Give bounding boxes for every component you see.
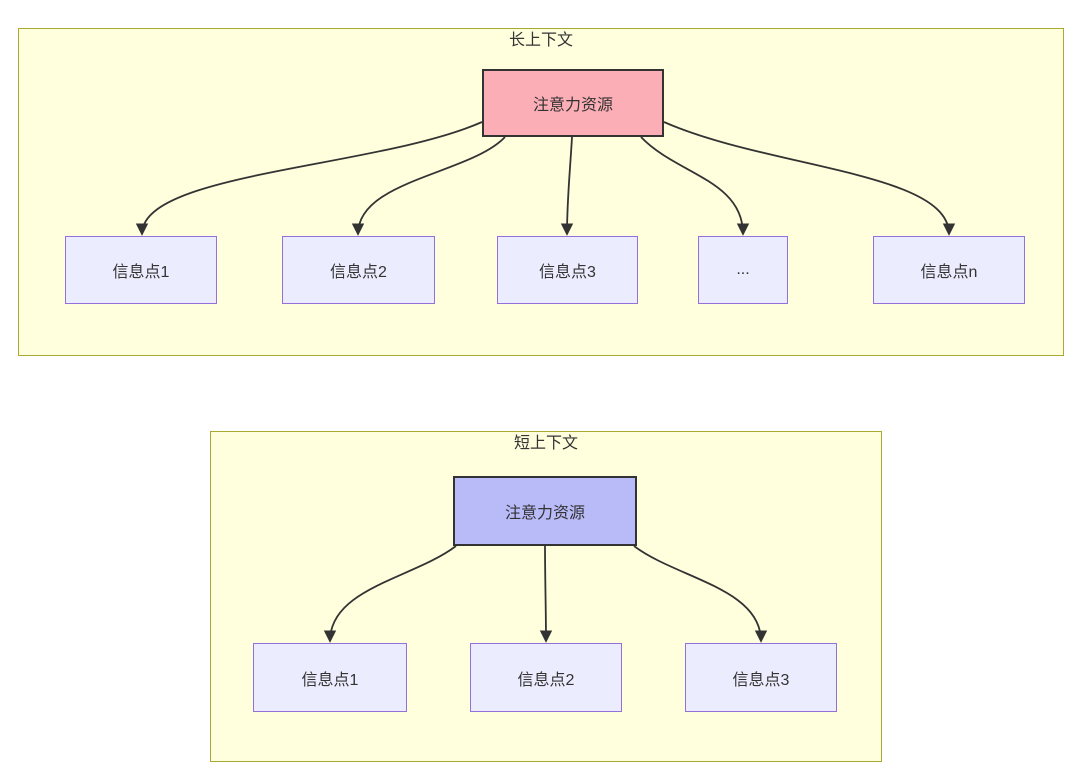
node-info-point-n-long: 信息点n	[873, 236, 1025, 304]
node-info-point-2-long: 信息点2	[282, 236, 435, 304]
node-info-point-3-long: 信息点3	[497, 236, 638, 304]
node-info-point-2-short: 信息点2	[470, 643, 622, 712]
node-info-point-3-short: 信息点3	[685, 643, 837, 712]
node-attention-resource-short: 注意力资源	[453, 476, 637, 546]
node-info-point-1-long: 信息点1	[65, 236, 217, 304]
node-attention-resource-long: 注意力资源	[482, 69, 664, 137]
node-info-point-1-short: 信息点1	[253, 643, 407, 712]
node-ellipsis-long: ...	[698, 236, 788, 304]
cluster-long-context-title: 长上下文	[508, 32, 573, 49]
cluster-short-context-title: 短上下文	[513, 435, 578, 452]
